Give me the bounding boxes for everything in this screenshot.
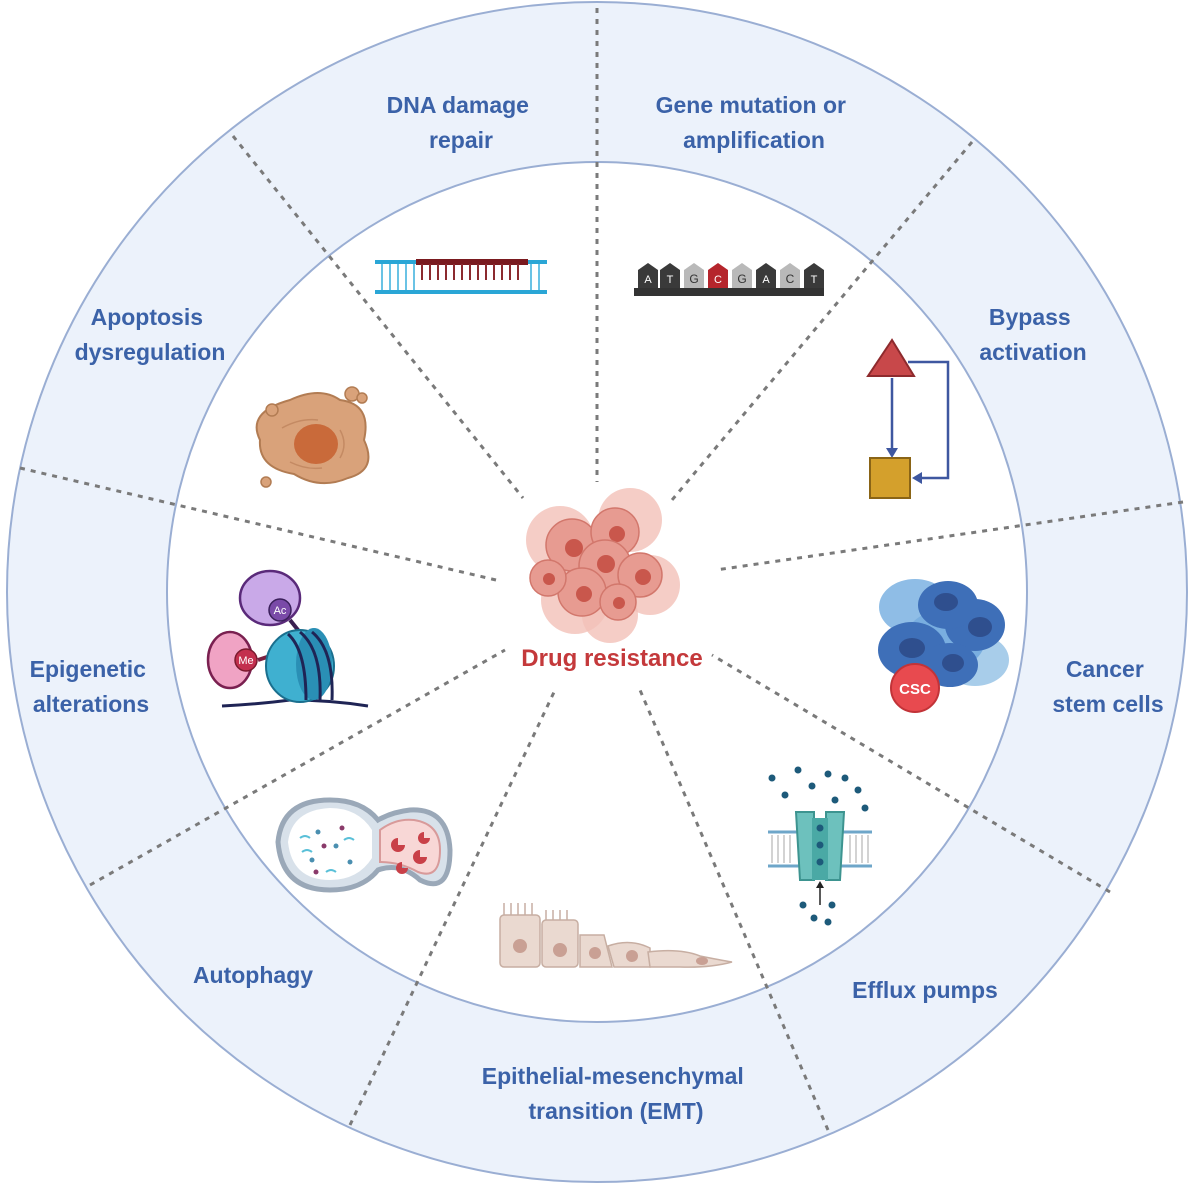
divider-bottom-left-lower (348, 689, 557, 1126)
label-bypass-activation: Bypass activation (979, 304, 1086, 365)
label-cancer-stem-cells: Cancer stem cells (1052, 656, 1163, 717)
divider-bottom-left (89, 648, 506, 887)
label-autophagy: Autophagy (193, 962, 313, 988)
bypass-activation-icon (866, 338, 950, 499)
divider-top-right (670, 141, 974, 501)
apoptosis-icon (255, 386, 370, 488)
emt-icon (499, 903, 733, 968)
svg-text:Ac: Ac (274, 605, 287, 617)
svg-text:A: A (762, 274, 770, 286)
center-label: Drug resistance (521, 645, 702, 672)
divider-left (19, 466, 497, 582)
efflux-pump-icon (768, 766, 872, 926)
segment-labels: DNA damage repair Gene mutation or ampli… (30, 92, 1164, 1124)
svg-text:G: G (689, 272, 698, 286)
label-emt: Epithelial-mesenchymal transition (EMT) (482, 1063, 750, 1124)
divider-bottom-right (711, 653, 1111, 894)
label-gene-mutation: Gene mutation or amplification (656, 92, 853, 153)
label-efflux-pumps: Efflux pumps (852, 977, 998, 1003)
svg-text:C: C (786, 272, 795, 286)
cancer-stem-cells-icon: CSC (878, 579, 1009, 713)
tumor-cluster-icon (526, 488, 680, 643)
segment-dividers (19, 8, 1184, 1131)
svg-text:CSC: CSC (899, 681, 931, 698)
divider-right (715, 500, 1184, 572)
svg-text:A: A (644, 274, 652, 286)
svg-text:C: C (714, 274, 722, 286)
epigenetic-icon: Ac Me (206, 569, 369, 708)
dna-repair-icon (375, 259, 547, 294)
label-dna-damage-repair: DNA damage repair (387, 92, 536, 153)
label-apoptosis-dysregulation: Apoptosis dysregulation (75, 304, 226, 365)
svg-text:Me: Me (238, 655, 253, 667)
divider-bottom-right-lower (638, 689, 830, 1131)
svg-text:G: G (737, 272, 746, 286)
svg-text:T: T (811, 274, 818, 286)
autophagy-icon (275, 797, 453, 893)
gene-sequence-icon: A T G C G A C T (634, 263, 824, 296)
label-epigenetic-alterations: Epigenetic alterations (30, 656, 153, 717)
svg-text:T: T (667, 274, 674, 286)
divider-top-left (231, 135, 525, 499)
